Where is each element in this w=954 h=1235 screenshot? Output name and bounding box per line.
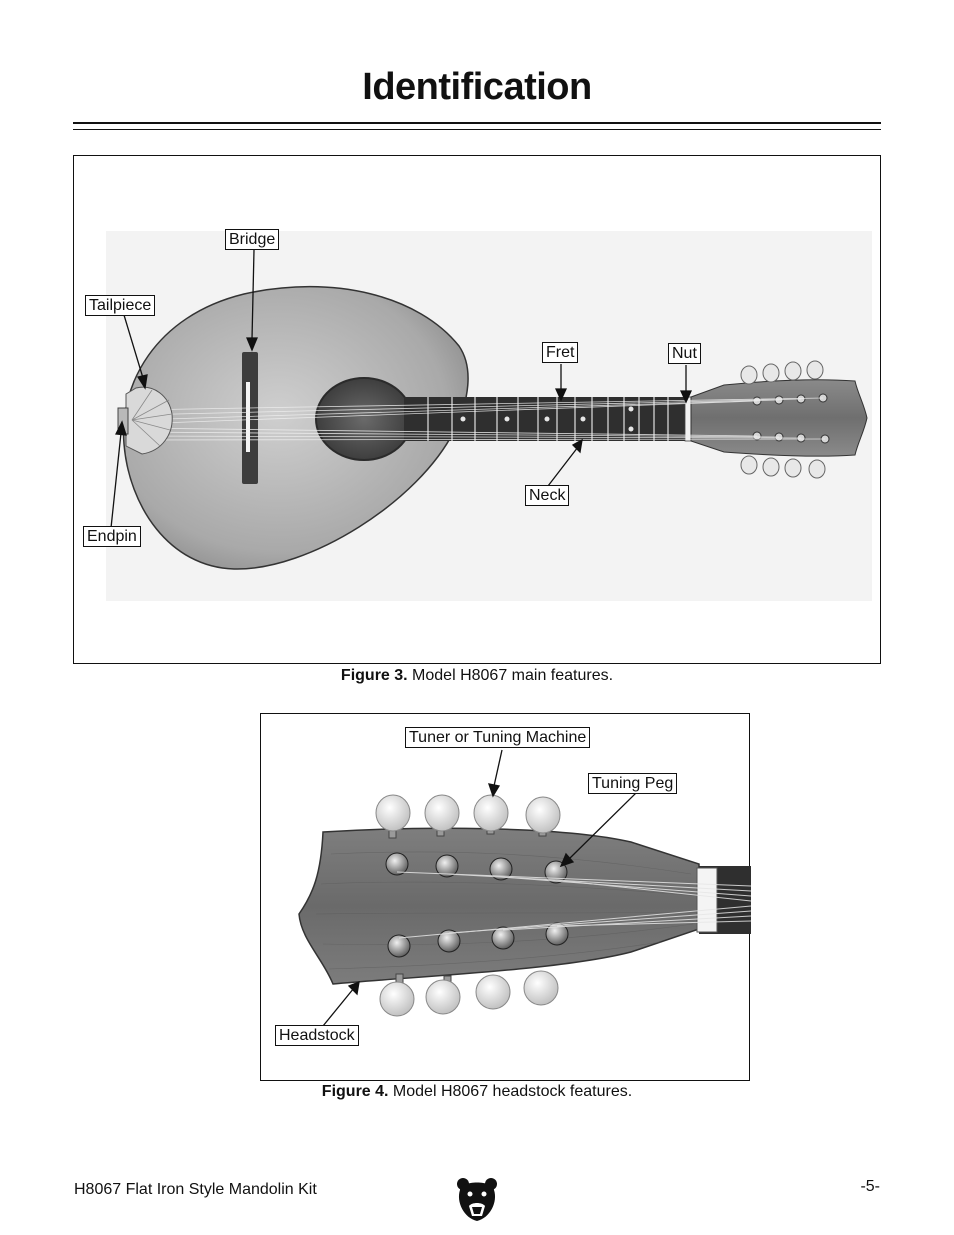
figure-3-caption-text: Model H8067 main features. bbox=[407, 667, 614, 684]
page-title: Identification bbox=[362, 66, 592, 108]
figure-4-caption: Figure 4. Model H8067 headstock features… bbox=[0, 1083, 954, 1101]
footer-product-name: H8067 Flat Iron Style Mandolin Kit bbox=[74, 1181, 317, 1198]
label-tailpiece: Tailpiece bbox=[85, 295, 156, 316]
headstock-body bbox=[298, 827, 700, 985]
mandolin-body bbox=[122, 285, 469, 570]
label-bridge: Bridge bbox=[225, 229, 280, 250]
bear-head-icon bbox=[456, 1176, 498, 1227]
sound-hole bbox=[315, 377, 413, 461]
label-tuning-peg: Tuning Peg bbox=[588, 773, 678, 794]
figure-4-caption-number: Figure 4. bbox=[321, 1083, 389, 1100]
mandolin-photo bbox=[106, 231, 872, 601]
headstock-shape bbox=[690, 379, 868, 457]
figure-3-caption: Figure 3. Model H8067 main features. bbox=[0, 667, 954, 685]
page-number: -5- bbox=[860, 1178, 880, 1195]
label-headstock: Headstock bbox=[275, 1025, 359, 1046]
label-tuner: Tuner or Tuning Machine bbox=[405, 727, 591, 748]
label-neck: Neck bbox=[525, 485, 570, 506]
figure-4-frame: Tuner or Tuning Machine Tuning Peg Heads… bbox=[260, 713, 751, 1081]
label-fret: Fret bbox=[542, 342, 579, 363]
title-rule-thick bbox=[73, 122, 881, 124]
figure-3-caption-number: Figure 3. bbox=[340, 667, 408, 684]
label-nut: Nut bbox=[668, 343, 701, 364]
label-endpin: Endpin bbox=[83, 526, 141, 547]
figure-4-caption-text: Model H8067 headstock features. bbox=[388, 1083, 633, 1100]
figure-3-frame: Bridge Tailpiece Endpin Fret Nut Neck bbox=[73, 155, 881, 664]
headstock-photo bbox=[298, 749, 751, 1027]
title-rule-thin bbox=[73, 129, 881, 130]
